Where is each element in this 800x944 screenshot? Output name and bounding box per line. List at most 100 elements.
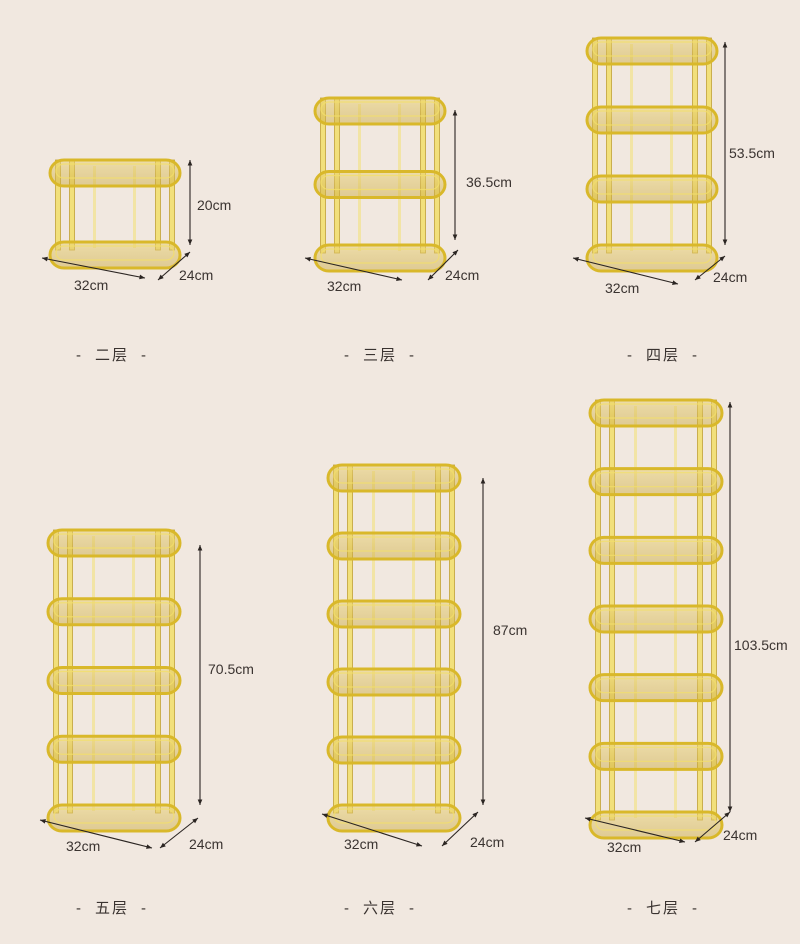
rack-shelf [326, 463, 462, 493]
depth-dimension-line [694, 255, 726, 281]
height-label: 87cm [493, 622, 528, 638]
depth-dimension-line [159, 817, 199, 849]
height-label: 36.5cm [466, 174, 512, 190]
rack-post [670, 44, 673, 251]
height-dimension-line-arrow [197, 545, 203, 551]
width-dimension-line-arrow [42, 256, 48, 262]
rack-shelf-rim [595, 815, 717, 831]
rack-shelf-rim [592, 41, 712, 57]
rack-shelf [588, 467, 724, 497]
width-dimension-line-arrow [672, 280, 678, 285]
height-label: 103.5cm [734, 637, 788, 653]
rack-shelf-rim [592, 110, 712, 126]
width-dimension-line-arrow [305, 256, 311, 262]
rack-shelf-rim [320, 174, 440, 191]
width-label: 32cm [66, 838, 101, 854]
rack-post [706, 37, 712, 254]
depth-dimension-line-arrow [695, 274, 701, 280]
width-dimension-line-arrow [585, 817, 591, 822]
rack-post [372, 471, 375, 811]
height-dimension-line-arrow [452, 234, 458, 240]
rack-post [592, 37, 598, 254]
rack-shelf-rim [53, 808, 175, 824]
rack-variant-2-tier: 20cm 32cm 24cm -二层- [0, 0, 270, 380]
rack-shelf [46, 734, 182, 764]
height-dimension-line-arrow [187, 239, 193, 245]
rack-variant-5-tier: 70.5cm 32cm 24cm -五层- [0, 380, 270, 944]
height-dimension-line-arrow [480, 478, 486, 484]
width-label: 32cm [605, 280, 640, 296]
rack-shelf-rim [53, 602, 175, 618]
rack-shelf-rim [595, 403, 717, 419]
rack-shelf-rim [53, 670, 175, 687]
rack-shelf [313, 170, 447, 199]
rack-shelf [46, 528, 182, 558]
depth-dimension-line-arrow [472, 812, 478, 818]
rack-shelf-rim [333, 536, 455, 552]
width-dimension-line [321, 813, 423, 847]
width-dimension-line-arrow [146, 844, 152, 849]
depth-dimension-line-arrow [428, 274, 434, 280]
height-dimension-line-arrow [197, 799, 203, 805]
depth-label: 24cm [723, 827, 758, 843]
tier-caption: -二层- [75, 347, 149, 364]
depth-label: 24cm [470, 834, 505, 850]
rack-shelf-rim [53, 739, 175, 755]
height-dimension-line-arrow [722, 42, 728, 48]
rack-variant-4-tier: 53.5cm 32cm 24cm -四层- [535, 0, 800, 380]
depth-dimension-line-arrow [184, 252, 190, 258]
depth-dimension-line-arrow [719, 256, 725, 262]
depth-dimension-line-arrow [158, 274, 164, 280]
rack-shelf-rim [333, 604, 455, 620]
height-label: 70.5cm [208, 661, 254, 677]
rack-shelf [313, 96, 447, 126]
depth-dimension-line-arrow [452, 250, 458, 256]
rack-shelf-rim [333, 672, 455, 688]
rack-shelf-rim [55, 163, 175, 179]
tier-caption: -三层- [343, 347, 417, 364]
rack-post [606, 37, 612, 254]
depth-dimension-line [427, 249, 459, 281]
rack-2-tier-image [41, 158, 193, 281]
rack-shelf [588, 810, 724, 840]
width-dimension-line-arrow [573, 257, 579, 262]
rack-shelf-rim [333, 740, 455, 756]
height-dimension-line-arrow [452, 110, 458, 116]
rack-shelf [46, 597, 182, 627]
rack-shelf [326, 735, 462, 765]
rack-shelf-rim [55, 245, 175, 261]
rack-shelf-rim [333, 468, 455, 484]
depth-dimension-line-arrow [160, 842, 166, 848]
rack-shelf [326, 531, 462, 561]
tier-caption: -五层- [75, 900, 149, 917]
rack-shelf-rim [320, 101, 440, 117]
height-label: 20cm [197, 197, 232, 213]
rack-shelf [46, 666, 182, 695]
rack-shelf-rim [333, 808, 455, 824]
height-dimension-line-arrow [727, 806, 733, 812]
width-dimension-line-arrow [396, 276, 402, 282]
rack-post [692, 37, 698, 254]
rack-shelf [326, 667, 462, 697]
rack-post [412, 471, 415, 811]
rack-post [630, 44, 633, 251]
depth-dimension-line-arrow [192, 818, 198, 824]
height-dimension-line-arrow [187, 160, 193, 166]
rack-shelf-rim [592, 179, 712, 195]
height-dimension-line-arrow [727, 402, 733, 408]
width-label: 32cm [344, 836, 379, 852]
rack-shelf-rim [592, 248, 712, 264]
rack-6-tier-image [321, 463, 486, 847]
rack-7-tier-image [584, 398, 733, 843]
width-label: 32cm [607, 839, 642, 855]
width-dimension-line [584, 817, 686, 843]
rack-shelf [585, 174, 719, 204]
depth-label: 24cm [179, 267, 214, 283]
width-label: 32cm [74, 277, 109, 293]
rack-shelf [588, 535, 724, 565]
height-label: 53.5cm [729, 145, 775, 161]
width-dimension-line-arrow [40, 819, 46, 824]
rack-variant-6-tier: 87cm 32cm 24cm -六层- [270, 380, 535, 944]
rack-post [93, 166, 96, 248]
depth-dimension-line [694, 811, 731, 843]
